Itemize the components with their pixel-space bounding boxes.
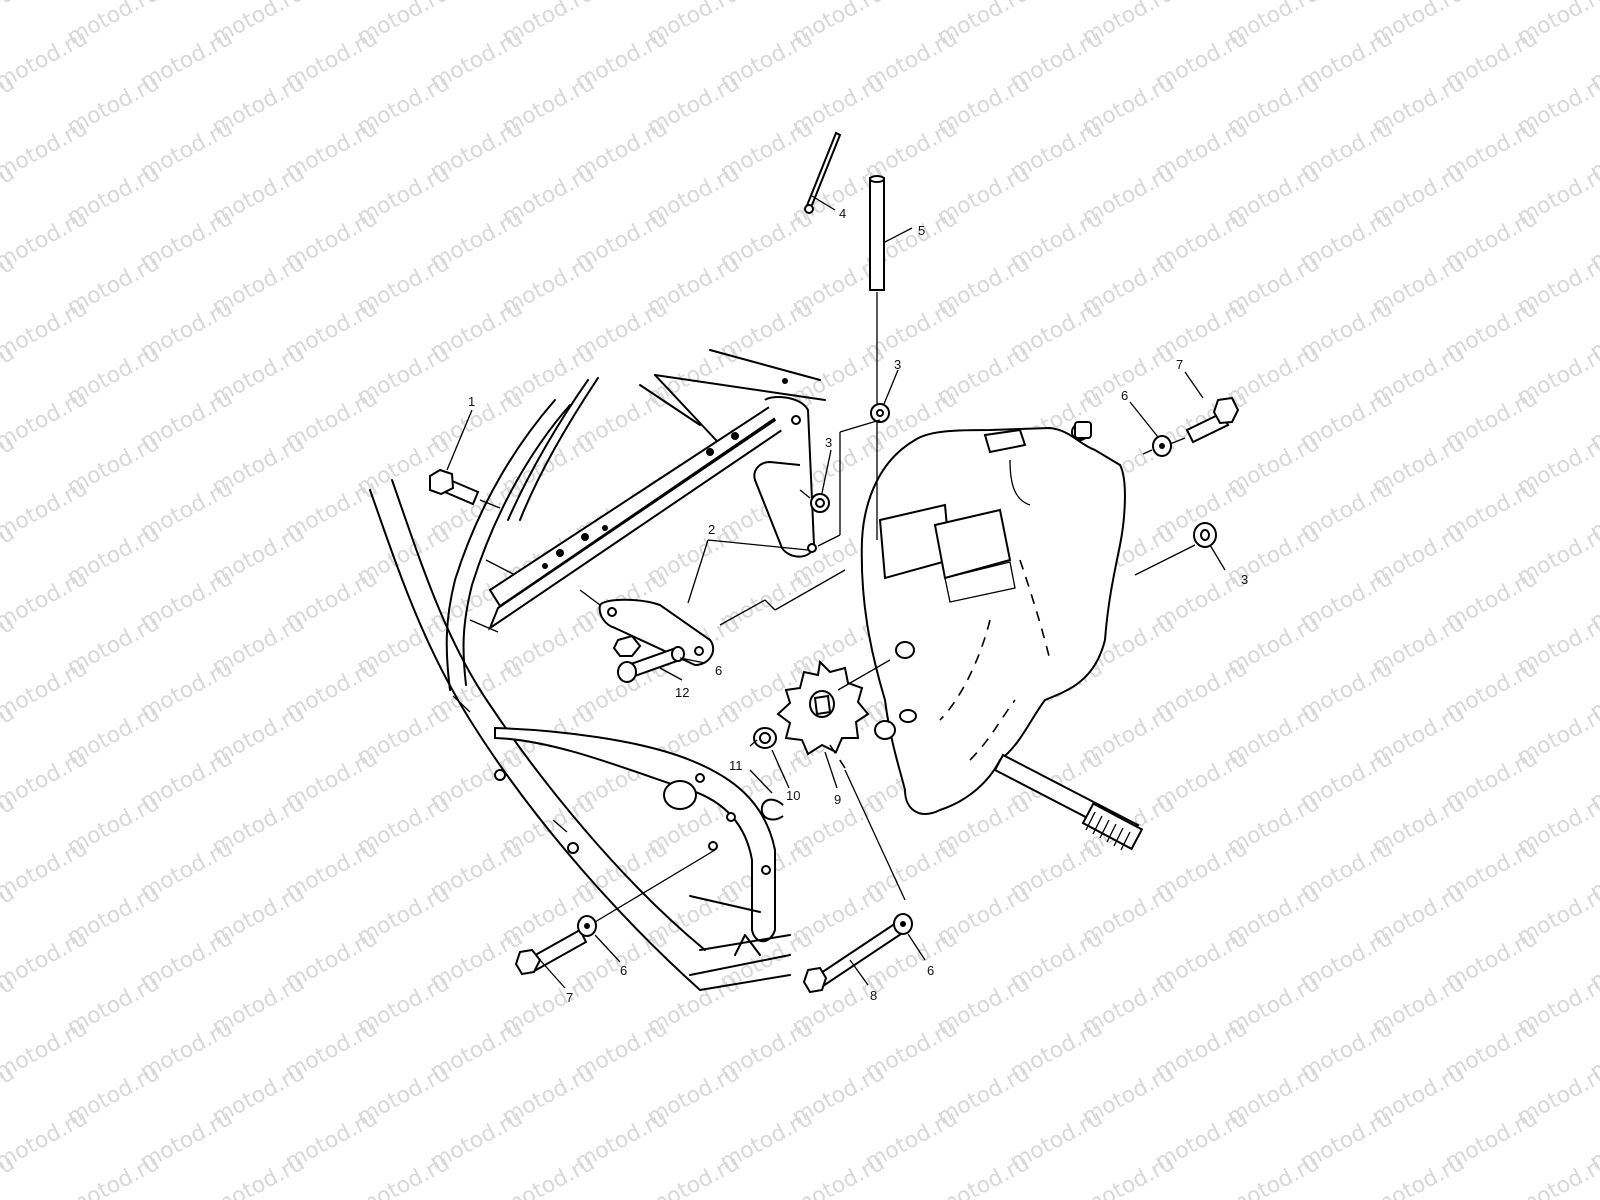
- shift-rod-short: [804, 131, 842, 214]
- washer-6d: [893, 913, 913, 935]
- bolt-7b: [514, 928, 588, 976]
- drive-sprocket: [776, 659, 870, 756]
- washer-6c: [577, 915, 597, 937]
- callout-7b: 7: [566, 990, 573, 1005]
- callout-6d: 6: [927, 963, 934, 978]
- callout-6b: 6: [715, 663, 722, 678]
- tube: [869, 175, 885, 540]
- nut-3c: [1193, 522, 1217, 548]
- callout-11: 11: [729, 758, 743, 773]
- callout-6a: 6: [1121, 388, 1128, 403]
- callout-4: 4: [839, 206, 846, 221]
- callout-8: 8: [870, 988, 877, 1003]
- mounting-bracket-upper: [753, 396, 817, 558]
- washer-6a: [1152, 435, 1172, 457]
- callout-12: 12: [675, 685, 689, 700]
- callout-3b: 3: [825, 435, 832, 450]
- callout-5: 5: [918, 223, 925, 238]
- mounting-bracket-lower: [598, 598, 715, 667]
- callout-7a: 7: [1176, 357, 1183, 372]
- callout-6c: 6: [620, 963, 627, 978]
- callout-10: 10: [786, 788, 800, 803]
- assembly-lines: [479, 419, 1196, 923]
- callout-2: 2: [708, 522, 715, 537]
- callout-3c: 3: [1241, 572, 1248, 587]
- nut-3a: [870, 403, 890, 423]
- bolt-7a: [1185, 396, 1240, 444]
- callout-9: 9: [834, 792, 841, 807]
- nut-3b: [810, 493, 830, 513]
- callout-pointers: [446, 195, 1226, 989]
- vehicle-frame: [369, 349, 826, 991]
- bolt-12: [612, 634, 685, 683]
- circlip: [760, 798, 784, 821]
- lock-washer: [753, 727, 777, 749]
- gearcase-transmission: [860, 421, 1144, 851]
- bolt-8: [802, 921, 903, 994]
- callout-labels: 1 2 3 3 3 4 5 6 6 6 6 7 7 8 9 10 11 12: [468, 206, 1248, 1005]
- callout-3a: 3: [894, 357, 901, 372]
- callout-1: 1: [468, 394, 475, 409]
- bolt-1: [429, 468, 480, 506]
